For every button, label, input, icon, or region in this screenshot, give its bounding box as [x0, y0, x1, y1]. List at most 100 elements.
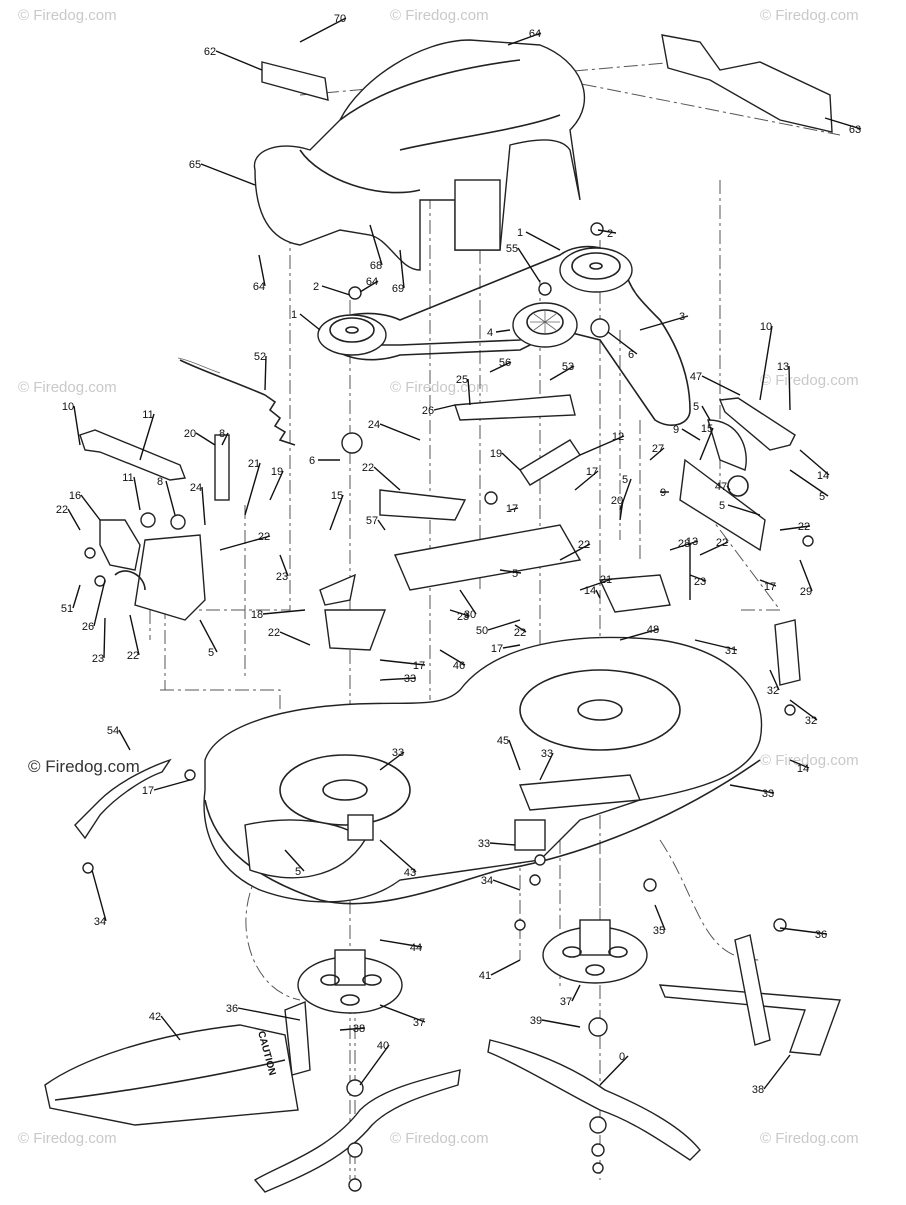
callout-leader [824, 117, 862, 130]
callout-leader [541, 1019, 581, 1028]
callout-leader [619, 478, 632, 511]
callout-leader [607, 331, 638, 355]
callout-leader [599, 1055, 629, 1086]
watermark-text: © Firedog.com [760, 752, 859, 769]
callout-label: 23 [276, 571, 288, 583]
callout-label: 34 [94, 916, 106, 928]
callout-leader [509, 507, 519, 511]
callout-leader [701, 375, 741, 396]
callout-label: 17 [491, 643, 503, 655]
callout-label: 14 [584, 585, 596, 597]
callout-label: 42 [149, 1011, 161, 1023]
callout-leader [379, 751, 405, 771]
callout-label: 24 [190, 482, 202, 494]
callout-leader [379, 1004, 426, 1023]
callout-label: 36 [226, 1003, 238, 1015]
callout-label: 8 [219, 428, 225, 440]
watermark-text: © Firedog.com [18, 379, 117, 396]
pulley-right [559, 247, 633, 293]
callout-leader [72, 584, 81, 609]
callout-leader [574, 470, 599, 491]
callout-leader [165, 480, 176, 516]
callout-leader [788, 365, 791, 411]
callout-leader [507, 32, 542, 46]
callout-label: 37 [413, 1017, 425, 1029]
callout-label: 5 [693, 401, 699, 413]
callout-leader [201, 486, 206, 526]
callout-leader [654, 904, 666, 931]
callout-leader [799, 559, 813, 592]
watermark-text: © Firedog.com [760, 7, 859, 24]
callout-label: 29 [800, 586, 812, 598]
blade-right [487, 1039, 701, 1161]
callout-label: 65 [189, 159, 201, 171]
callout-leader [377, 519, 386, 531]
callout-label: 19 [271, 466, 283, 478]
callout-label: 5 [622, 474, 628, 486]
discharge-chute [44, 1000, 311, 1126]
callout-leader [258, 254, 266, 287]
callout-label: 51 [61, 603, 73, 615]
callout-leader [67, 508, 81, 531]
callout-leader [262, 609, 306, 615]
callout-leader [499, 569, 522, 574]
callout-label: 15 [701, 423, 713, 435]
deck-bumper [658, 934, 841, 1056]
callout-leader [729, 784, 775, 794]
callout-leader [502, 644, 521, 649]
callout-label: 22 [578, 539, 590, 551]
callout-label: 17 [142, 785, 154, 797]
callout-leader [80, 494, 101, 521]
callout-leader [449, 609, 470, 617]
callout-label: 23 [92, 653, 104, 665]
left-linkage [79, 429, 230, 621]
idler-spring [177, 357, 296, 446]
callout-leader [279, 631, 311, 646]
callout-label: 17 [413, 660, 425, 672]
callout-leader [373, 466, 401, 491]
callout-leader [727, 504, 761, 516]
callout-label: 34 [481, 875, 493, 887]
callout-leader [487, 619, 521, 631]
callout-leader [759, 325, 773, 401]
callout-leader [489, 361, 512, 373]
callout-leader [799, 449, 830, 476]
callout-label: 35 [653, 925, 665, 937]
callout-label: 22 [362, 462, 374, 474]
callout-leader [91, 869, 107, 922]
callout-label: 30 [464, 609, 476, 621]
callout-leader [329, 494, 344, 531]
callout-leader [579, 578, 613, 591]
callout-label: 13 [686, 536, 698, 548]
watermark-prominent: © Firedog.com [28, 757, 140, 776]
callout-label: 5 [512, 568, 518, 580]
callout-leader [789, 759, 810, 769]
callout-leader [694, 639, 738, 651]
callout-label: 39 [530, 1015, 542, 1027]
callout-leader [118, 729, 131, 751]
callout-label: 16 [69, 490, 81, 502]
callout-label: 17 [586, 466, 598, 478]
callout-leader [549, 365, 575, 381]
right-linkage [679, 397, 801, 686]
callout-leader [379, 423, 421, 441]
callout-label: 69 [392, 283, 404, 295]
callout-label: 23 [457, 611, 469, 623]
callout-leader [639, 315, 689, 331]
callout-leader [492, 879, 521, 891]
callout-leader [508, 739, 521, 771]
callout-label: 5 [719, 500, 725, 512]
callout-label: 22 [268, 627, 280, 639]
pulley-left [317, 314, 387, 356]
callout-label: 22 [127, 650, 139, 662]
callout-leader [699, 541, 729, 556]
callout-leader [195, 432, 216, 446]
callout-label: 1 [517, 227, 523, 239]
callout-label: 3 [679, 311, 685, 323]
callout-leader [763, 1054, 791, 1090]
callout-label: 38 [353, 1023, 365, 1035]
mower-deck [203, 636, 763, 905]
callout-label: 22 [258, 531, 270, 543]
callout-label: 47 [690, 371, 702, 383]
